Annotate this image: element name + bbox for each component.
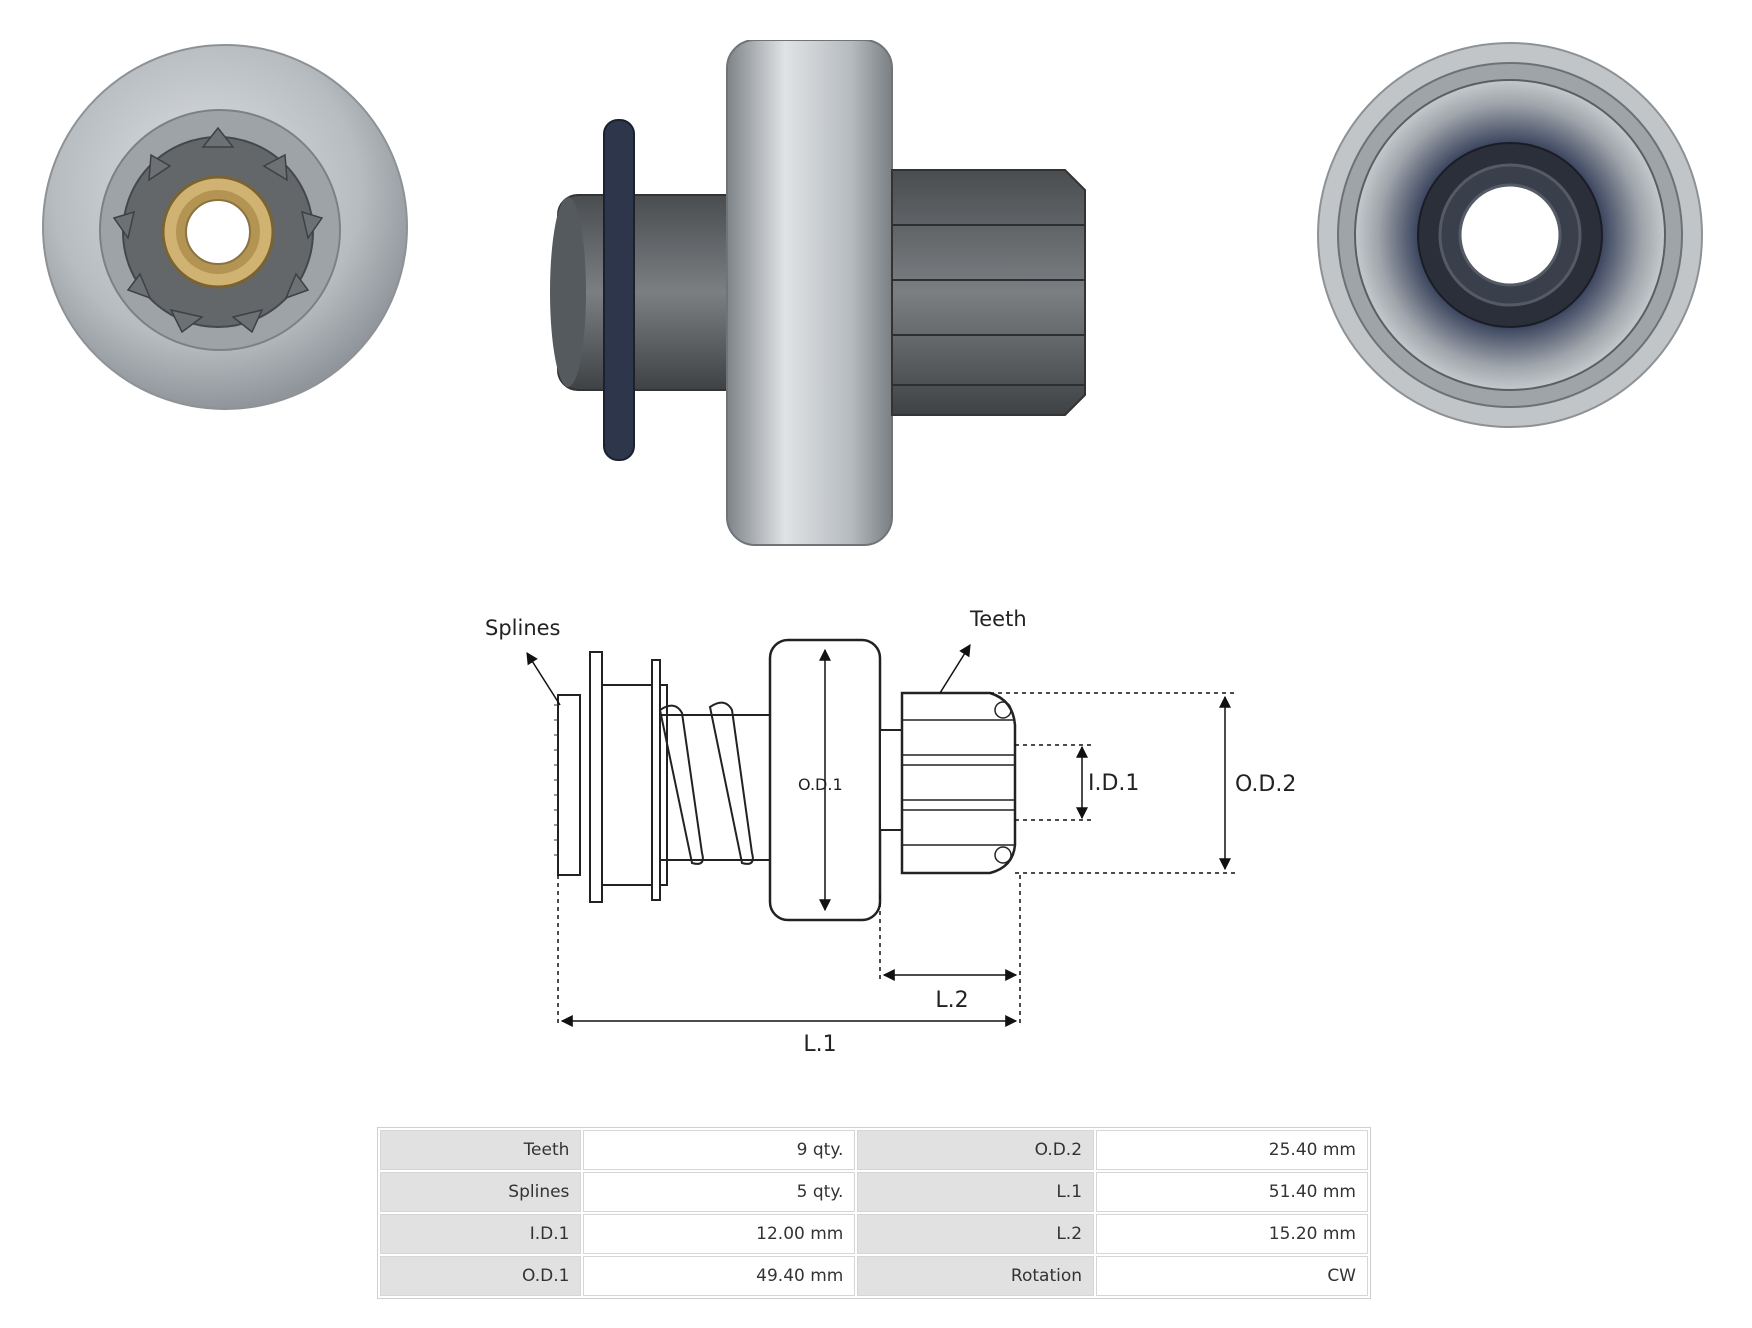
spec-key: O.D.1 <box>380 1256 582 1296</box>
teeth-leader <box>939 643 971 694</box>
gear-teeth <box>112 126 324 334</box>
spec-value: 5 qty. <box>583 1172 856 1212</box>
spring-retainer <box>651 659 661 901</box>
technical-drawing: O.D.1 I.D.1 O.D.2 L.2 L.1 Sp <box>485 607 1296 1057</box>
pinion-grooves <box>892 224 1085 386</box>
spec-value: 25.40 mm <box>1096 1130 1368 1170</box>
spec-key: L.2 <box>857 1214 1095 1254</box>
washer-plate <box>603 119 635 461</box>
spec-key: Splines <box>380 1172 582 1212</box>
spec-value: 51.40 mm <box>1096 1172 1368 1212</box>
table-row: Teeth 9 qty. O.D.2 25.40 mm <box>380 1130 1368 1170</box>
center-bore <box>185 199 251 265</box>
spec-key: I.D.1 <box>380 1214 582 1254</box>
od2-dimension <box>990 692 1235 874</box>
spec-value: 49.40 mm <box>583 1256 856 1296</box>
photo-front-view <box>42 44 408 410</box>
flange <box>589 651 603 903</box>
photo-side-view <box>550 40 1086 546</box>
sleeve-end <box>550 197 586 387</box>
overrun-clutch-housing <box>726 40 893 546</box>
od2-label: O.D.2 <box>1235 772 1296 797</box>
id1-label: I.D.1 <box>1088 771 1139 796</box>
neck <box>879 729 903 831</box>
pinion-side <box>891 169 1086 416</box>
id1-dimension <box>1015 744 1095 821</box>
spec-key: Rotation <box>857 1256 1095 1296</box>
l1-dimension <box>557 875 1018 1027</box>
specs-table: Teeth 9 qty. O.D.2 25.40 mm Splines 5 qt… <box>377 1127 1371 1299</box>
od1-label: O.D.1 <box>798 775 843 794</box>
table-row: O.D.1 49.40 mm Rotation CW <box>380 1256 1368 1296</box>
pinion-teeth-lines <box>902 701 1015 864</box>
spec-value: 9 qty. <box>583 1130 856 1170</box>
spec-value: 12.00 mm <box>583 1214 856 1254</box>
center-bore <box>1458 183 1562 287</box>
spec-value: 15.20 mm <box>1096 1214 1368 1254</box>
spline-hatch <box>554 704 558 856</box>
teeth-label: Teeth <box>969 607 1027 631</box>
l2-dimension <box>879 875 1021 1025</box>
spec-key: Teeth <box>380 1130 582 1170</box>
l2-label: L.2 <box>935 988 968 1013</box>
l1-label: L.1 <box>803 1032 836 1057</box>
splines-label: Splines <box>485 616 561 640</box>
spec-key: O.D.2 <box>857 1130 1095 1170</box>
table-row: Splines 5 qty. L.1 51.40 mm <box>380 1172 1368 1212</box>
spec-key: L.1 <box>857 1172 1095 1212</box>
spring <box>658 701 770 865</box>
table-row: I.D.1 12.00 mm L.2 15.20 mm <box>380 1214 1368 1254</box>
spec-value: CW <box>1096 1256 1368 1296</box>
spline-end <box>557 694 581 876</box>
photo-back-view <box>1317 42 1703 428</box>
splines-leader <box>526 651 561 706</box>
